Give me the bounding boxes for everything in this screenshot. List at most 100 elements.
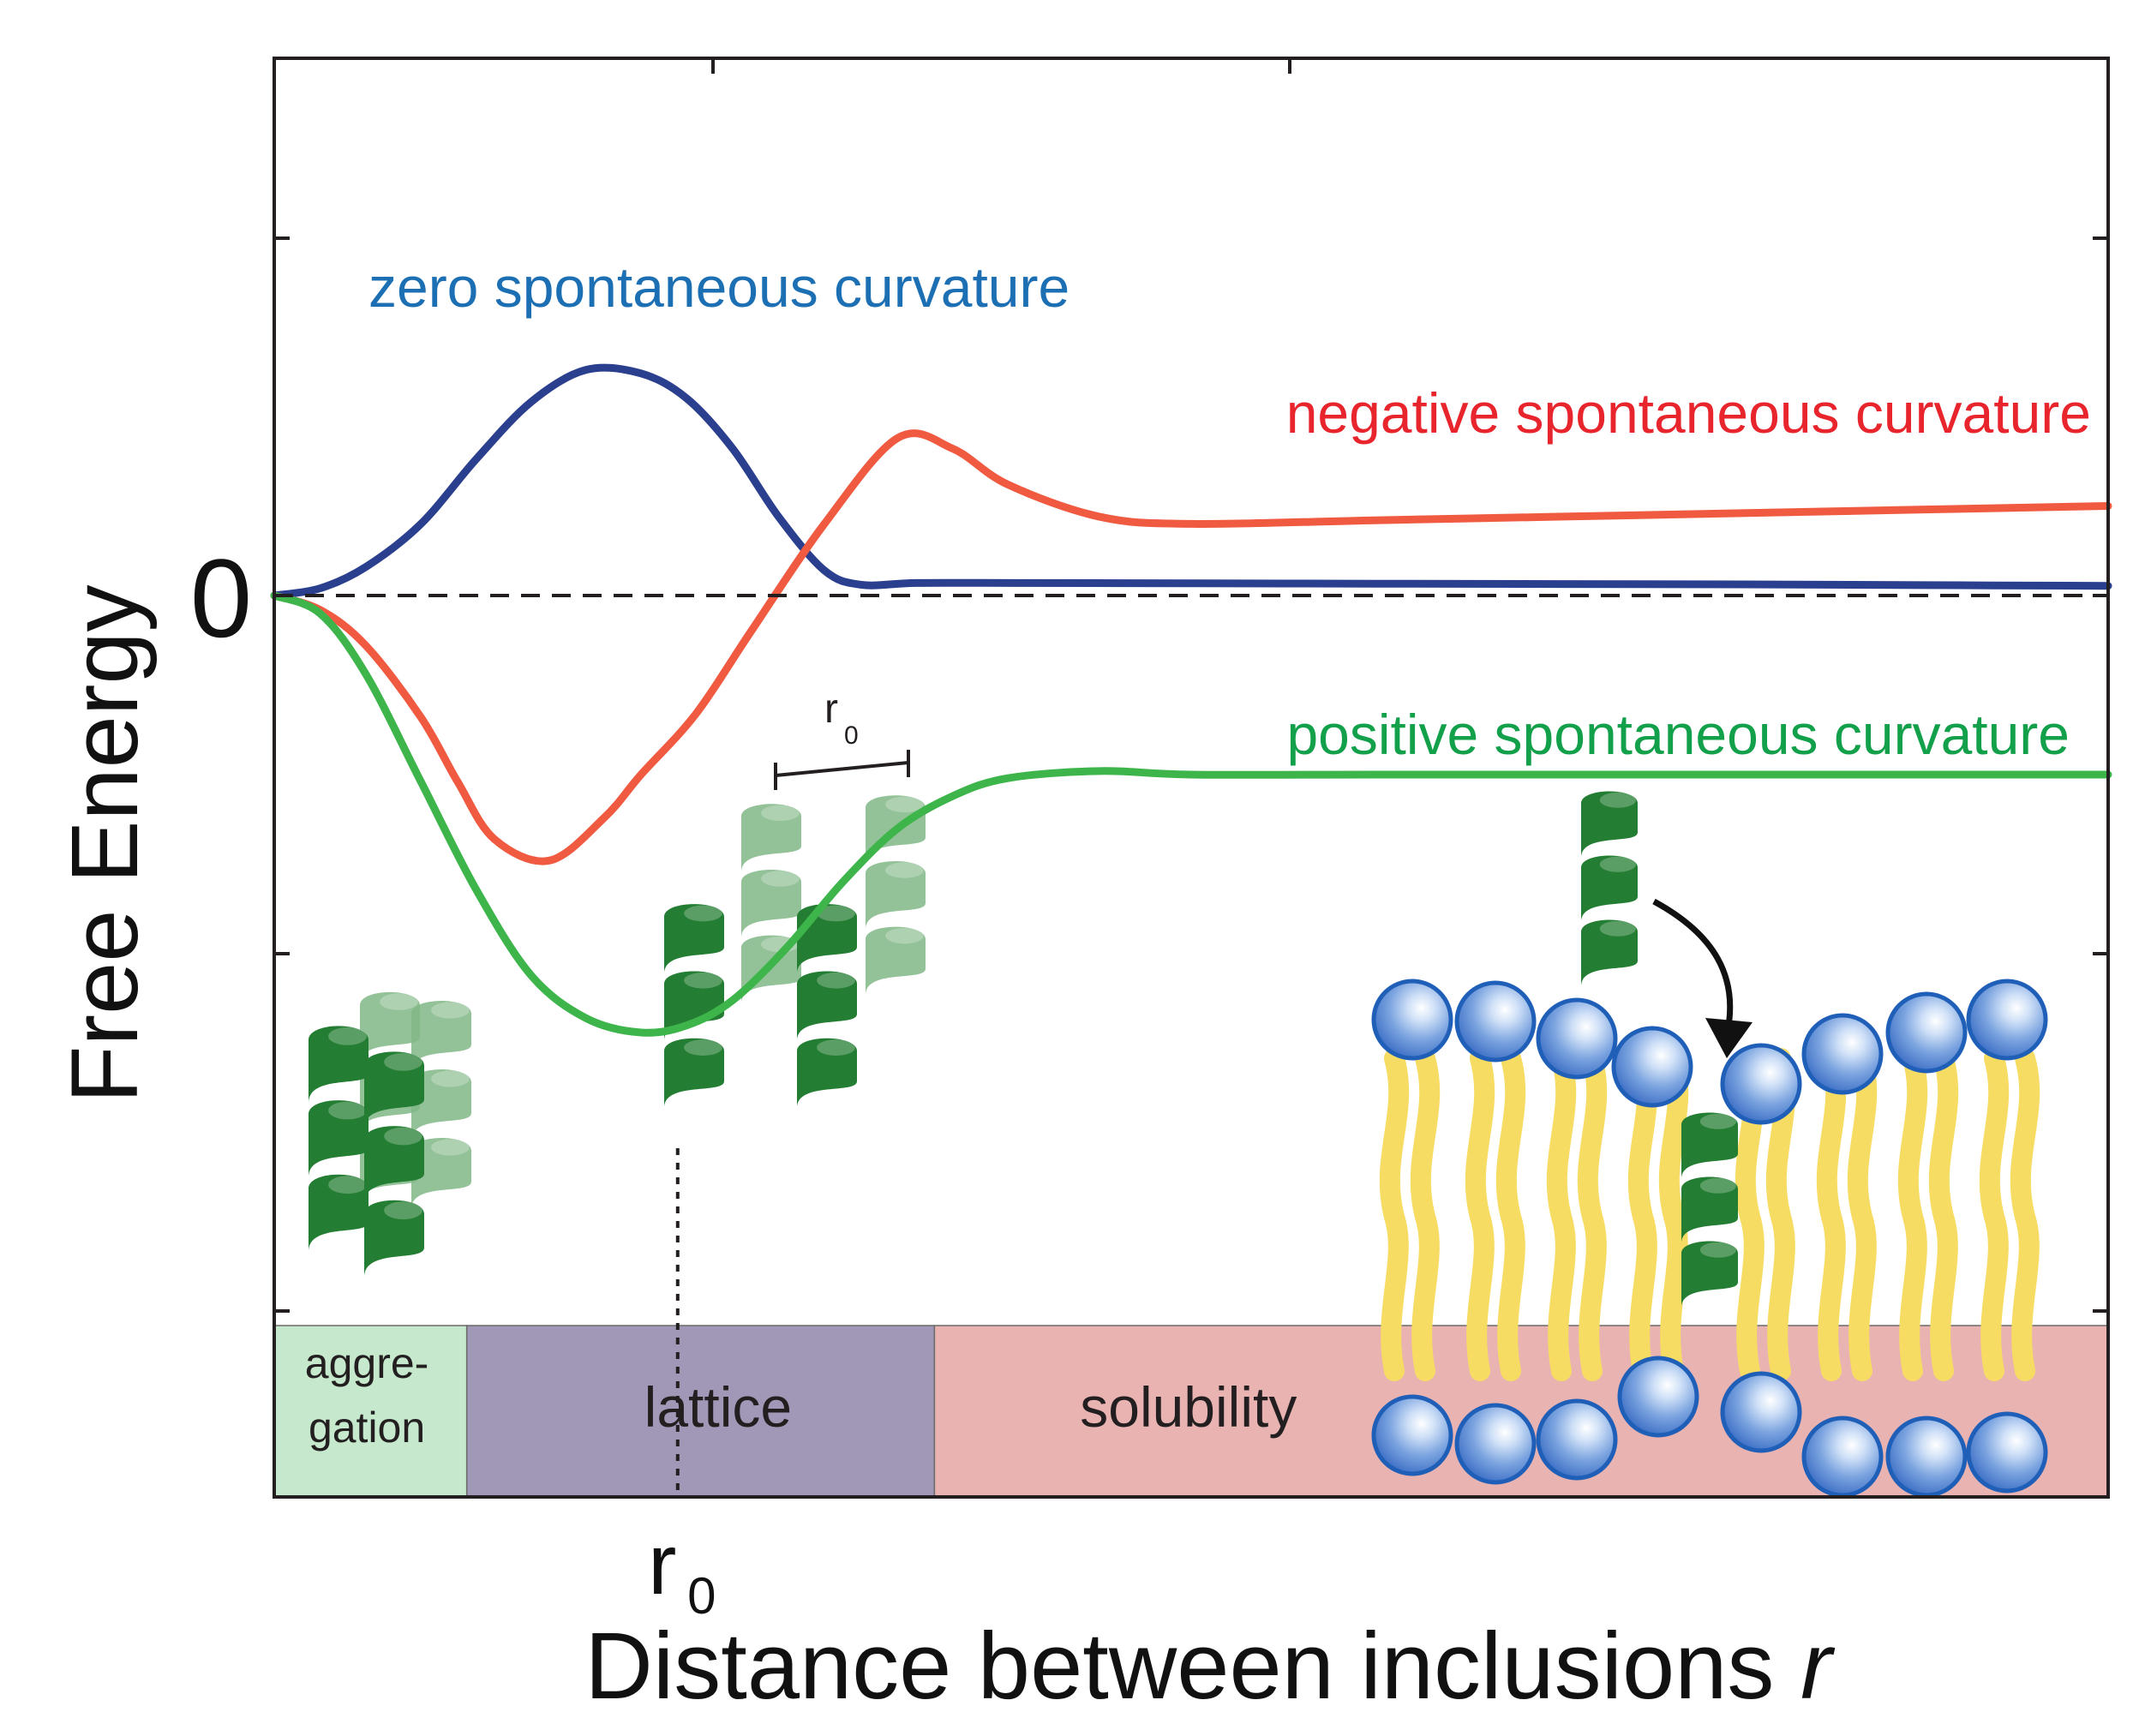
helix-turn — [664, 971, 724, 1041]
lipid-head — [1720, 1371, 1802, 1453]
lipid-head — [1885, 991, 1968, 1074]
lipid-tail — [1658, 1048, 1689, 1381]
helix-highlight — [1699, 1242, 1737, 1258]
region-lattice — [465, 1325, 936, 1498]
lipid-head — [1617, 1356, 1699, 1438]
lipid-head — [1611, 1026, 1693, 1108]
lipid-head — [1966, 979, 2048, 1061]
helix-turn — [309, 1100, 368, 1177]
helix-turn — [309, 1026, 368, 1104]
curve-negative-curvature — [270, 429, 2112, 865]
region-label-lattice: lattice — [644, 1375, 792, 1439]
x-tick-label-r0-sub: 0 — [687, 1567, 716, 1625]
helix-highlight — [1699, 1113, 1737, 1129]
lipid-tail — [1465, 1048, 1495, 1381]
y-axis-label: Free Energy — [52, 584, 158, 1103]
helix-free — [1581, 791, 1638, 987]
helix-turn — [364, 1051, 424, 1129]
lipid-head — [1536, 1398, 1618, 1481]
helix-turn — [664, 904, 724, 974]
lipid-head — [1454, 1403, 1537, 1485]
helix-membrane-inserted — [1681, 1112, 1738, 1308]
helix-turn — [364, 1200, 424, 1278]
helix-highlight — [380, 993, 418, 1010]
lipid-tail — [1495, 1048, 1526, 1381]
label-negative-curvature: negative spontaneous curvature — [1286, 381, 2091, 445]
region-label-aggregation: gation — [309, 1404, 425, 1452]
lipid-head — [1801, 1013, 1884, 1095]
insertion-arrow — [1652, 898, 1734, 1036]
helix-turn — [1581, 791, 1638, 859]
helix-turn — [866, 860, 926, 930]
helix-turn — [1681, 1241, 1738, 1308]
lipid-head — [1454, 980, 1537, 1063]
curve-positive-curvature — [270, 591, 2112, 1037]
helix-highlight — [1599, 856, 1637, 872]
lipid-head — [1966, 1411, 2048, 1494]
helix-highlight — [431, 1002, 470, 1019]
curve-zero-curvature — [270, 363, 2112, 600]
lipid-tail — [1816, 1048, 1847, 1381]
plot-frame — [273, 57, 2110, 1499]
helix-turn — [664, 1038, 724, 1109]
lipid-head — [1536, 997, 1618, 1080]
lipid-tail — [1847, 1048, 1878, 1381]
helix-aggregate-front-1 — [309, 1026, 368, 1252]
region-label-aggregation: aggre- — [305, 1339, 429, 1387]
lipid-head — [1801, 1416, 1884, 1498]
label-zero-curvature: zero spontaneous curvature — [368, 255, 1070, 319]
helix-aggregate-front-2 — [364, 1051, 424, 1278]
lipid-tail — [1546, 1048, 1577, 1381]
r0-scale-bar — [775, 761, 909, 777]
lipid-tail — [1577, 1048, 1608, 1381]
helix-highlight — [328, 1101, 367, 1120]
helix-highlight — [384, 1127, 422, 1146]
lipid-tail — [1979, 1048, 2010, 1381]
helix-aggregate-back-1 — [411, 1001, 471, 1209]
helix-highlight — [431, 1070, 470, 1087]
helix-highlight — [885, 796, 924, 813]
helix-highlight — [1699, 1177, 1737, 1194]
r0-scale-label: r — [824, 686, 838, 732]
helix-highlight — [761, 871, 800, 887]
y-tick-label-zero: 0 — [190, 536, 252, 661]
helix-highlight — [684, 972, 722, 989]
helix-highlight — [684, 1039, 722, 1056]
helix-turn — [741, 869, 801, 938]
lipid-head — [1885, 1416, 1968, 1498]
helix-turn — [1681, 1112, 1738, 1180]
lipid-tail — [2010, 1048, 2040, 1381]
helix-turn — [1681, 1176, 1738, 1244]
helix-turn — [411, 1138, 471, 1209]
helix-highlight — [684, 905, 722, 922]
helix-highlight — [384, 1201, 422, 1220]
helix-lattice-front-2 — [797, 904, 857, 1109]
lipid-head — [1371, 1394, 1453, 1476]
r0-scale-label-sub: 0 — [844, 721, 859, 750]
helix-highlight — [817, 972, 855, 989]
helix-highlight — [1599, 792, 1637, 808]
helix-highlight — [761, 805, 800, 822]
region-label-solubility: solubility — [1080, 1375, 1297, 1439]
helix-lattice-back-1 — [741, 804, 801, 1004]
helix-highlight — [885, 862, 924, 878]
helix-turn — [360, 991, 420, 1065]
helix-turn — [797, 1038, 857, 1109]
helix-turn — [1581, 919, 1638, 987]
helix-turn — [797, 971, 857, 1041]
lipid-tail — [1410, 1048, 1441, 1381]
helix-highlight — [384, 1052, 422, 1071]
x-tick-label-r0: r — [648, 1517, 676, 1613]
helix-highlight — [817, 905, 855, 922]
helix-turn — [364, 1126, 424, 1203]
helix-highlight — [817, 1039, 855, 1056]
helix-highlight — [885, 927, 924, 944]
insertion-arrowhead — [1705, 1018, 1753, 1058]
helix-lattice-front-1 — [664, 904, 724, 1109]
helix-highlight — [1599, 920, 1637, 937]
lipid-head — [1371, 979, 1453, 1061]
helix-turn — [411, 1069, 471, 1140]
helix-highlight — [328, 1176, 367, 1194]
helix-turn — [1581, 855, 1638, 923]
